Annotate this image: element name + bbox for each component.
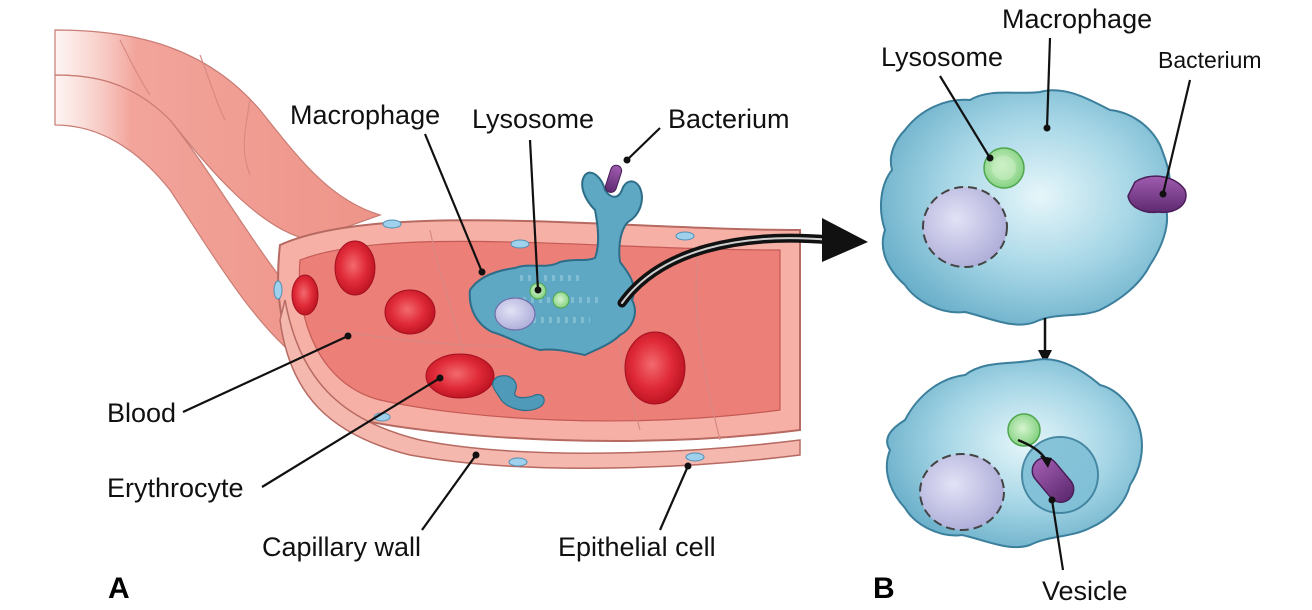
process-arrow-icon [1038, 318, 1052, 364]
panel-b-annotations: Macrophage Lysosome Bacterium Vesicle B [873, 4, 1262, 606]
macrophage-a [468, 171, 643, 357]
panel-letter-a: A [108, 572, 130, 605]
zoom-arrow-icon [617, 218, 868, 308]
macrophage-b-top [880, 89, 1187, 326]
label-erythrocyte: Erythrocyte [107, 473, 244, 503]
label-macrophage-a: Macrophage [290, 100, 440, 130]
label-macrophage-b: Macrophage [1002, 4, 1152, 34]
label-lysosome-a: Lysosome [472, 104, 594, 134]
label-bacterium-b: Bacterium [1158, 47, 1262, 73]
macrophage-b-bottom [885, 358, 1143, 549]
erythrocytes [291, 240, 686, 405]
label-epithelial-cell: Epithelial cell [558, 532, 716, 562]
macrophage-pseudopod-icon [492, 375, 545, 411]
panel-letter-b: B [873, 572, 895, 605]
bacterium-a-icon [604, 164, 623, 193]
panel-a-annotations: Macrophage Lysosome Bacterium Blood Eryt… [107, 100, 790, 605]
label-vesicle: Vesicle [1042, 576, 1128, 606]
label-bacterium-a: Bacterium [668, 104, 790, 134]
label-blood: Blood [107, 398, 176, 428]
label-capillary-wall: Capillary wall [262, 532, 421, 562]
label-lysosome-b: Lysosome [881, 42, 1003, 72]
